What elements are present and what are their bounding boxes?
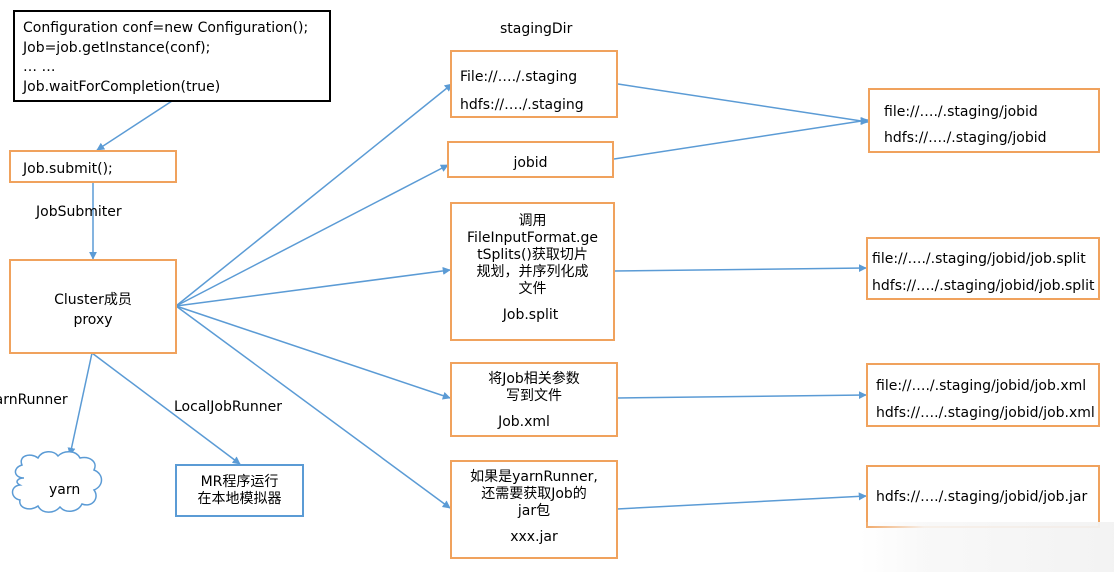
cluster-box-line-1: Cluster成员 bbox=[54, 292, 132, 308]
local-emulator-box: MR程序运行 在本地模拟器 bbox=[175, 464, 304, 517]
xml-box-line-2: 写到文件 bbox=[506, 388, 562, 404]
arrow-cluster-to-local bbox=[91, 352, 241, 465]
jar-box-line-3: jar包 bbox=[517, 503, 551, 519]
arrow-cluster-to-staging bbox=[175, 83, 453, 307]
xml-box-line-1: 将Job相关参数 bbox=[488, 371, 580, 387]
xml-box-file: Job.xml bbox=[498, 414, 550, 430]
submit-box-label: Job.submit(); bbox=[23, 161, 113, 177]
arrow-jar-to-jar-result bbox=[616, 492, 867, 510]
split-box: 调用 FileInputFormat.ge tSplits()获取切片 规划，并… bbox=[450, 202, 615, 341]
yarn-cloud-shape bbox=[11, 451, 103, 513]
yarn-runner-label: YarnRunner bbox=[0, 392, 68, 408]
code-line-4: Job.waitForCompletion(true) bbox=[23, 78, 221, 95]
jobid-box: jobid bbox=[447, 141, 614, 178]
cluster-box-line-2: proxy bbox=[73, 312, 113, 328]
arrow-split-to-split-result bbox=[613, 264, 867, 273]
jar-box-line-1: 如果是yarnRunner, bbox=[470, 469, 598, 485]
submit-box: Job.submit(); bbox=[9, 150, 177, 183]
xml-result-box: file://…./.staging/jobid/job.xml hdfs://… bbox=[866, 363, 1100, 427]
arrow-code-to-submit bbox=[96, 100, 173, 151]
jobid-result-line-1: file://…./.staging/jobid bbox=[884, 104, 1038, 120]
jar-result-line-1: hdfs://…./.staging/jobid/job.jar bbox=[876, 489, 1088, 505]
split-box-line-3: tSplits()获取切片 bbox=[477, 247, 588, 263]
jobsubmiter-label: JobSubmiter bbox=[36, 204, 122, 220]
corner-fade bbox=[860, 522, 1114, 572]
split-result-box: file://…./.staging/jobid/job.split hdfs:… bbox=[866, 237, 1100, 300]
jar-result-box: hdfs://…./.staging/jobid/job.jar bbox=[866, 465, 1100, 528]
arrow-jobid-to-jobid-result bbox=[613, 117, 869, 160]
jar-box-file: xxx.jar bbox=[510, 529, 558, 545]
xml-result-line-1: file://…./.staging/jobid/job.xml bbox=[876, 378, 1087, 394]
code-line-2: Job=job.getInstance(conf); bbox=[23, 39, 211, 56]
staging-box-line-2: hdfs://…./.staging bbox=[460, 97, 584, 113]
code-line-3: … … bbox=[23, 59, 56, 75]
local-box-line-1: MR程序运行 bbox=[200, 474, 279, 490]
arrow-staging-to-jobid-result bbox=[617, 83, 869, 125]
arrow-cluster-to-yarn bbox=[67, 352, 93, 456]
split-box-line-2: FileInputFormat.ge bbox=[467, 230, 598, 246]
staging-box: File://…./.staging hdfs://…./.staging bbox=[450, 50, 618, 118]
local-box-line-2: 在本地模拟器 bbox=[197, 491, 282, 507]
code-line-1: Configuration conf=new Configuration(); bbox=[23, 20, 309, 36]
local-job-runner-label: LocalJobRunner bbox=[174, 399, 282, 415]
jobid-result-line-2: hdfs://…./.staging/jobid bbox=[884, 130, 1047, 146]
split-result-line-1: file://…./.staging/jobid/job.split bbox=[872, 251, 1086, 267]
split-box-line-1: 调用 bbox=[518, 213, 547, 229]
jobid-box-label: jobid bbox=[513, 155, 548, 171]
arrow-xml-to-xml-result bbox=[616, 391, 867, 400]
arrow-cluster-to-xml bbox=[175, 305, 451, 400]
yarn-cloud-label: yarn bbox=[49, 482, 81, 498]
code-block: Configuration conf=new Configuration(); … bbox=[13, 10, 331, 102]
arrow-cluster-to-jar bbox=[175, 305, 451, 509]
split-box-line-5: 文件 bbox=[518, 281, 547, 297]
xml-box: 将Job相关参数 写到文件 Job.xml bbox=[450, 362, 618, 437]
split-box-file: Job.split bbox=[502, 307, 559, 323]
arrows bbox=[67, 83, 869, 510]
cluster-box: Cluster成员 proxy bbox=[9, 259, 177, 354]
split-box-line-4: 规划，并序列化成 bbox=[476, 264, 589, 280]
jobid-result-box: file://…./.staging/jobid hdfs://…./.stag… bbox=[868, 88, 1100, 153]
staging-box-line-1: File://…./.staging bbox=[460, 69, 578, 85]
xml-result-line-2: hdfs://…./.staging/jobid/job.xml bbox=[876, 405, 1095, 421]
jar-box-line-2: 还需要获取Job的 bbox=[481, 486, 587, 502]
split-result-line-2: hdfs://…./.staging/jobid/job.split bbox=[872, 278, 1095, 294]
staging-dir-label: stagingDir bbox=[500, 21, 573, 37]
arrow-cluster-to-split bbox=[175, 266, 451, 307]
arrow-cluster-to-jobid bbox=[175, 164, 449, 307]
jar-box: 如果是yarnRunner, 还需要获取Job的 jar包 xxx.jar bbox=[450, 460, 618, 559]
